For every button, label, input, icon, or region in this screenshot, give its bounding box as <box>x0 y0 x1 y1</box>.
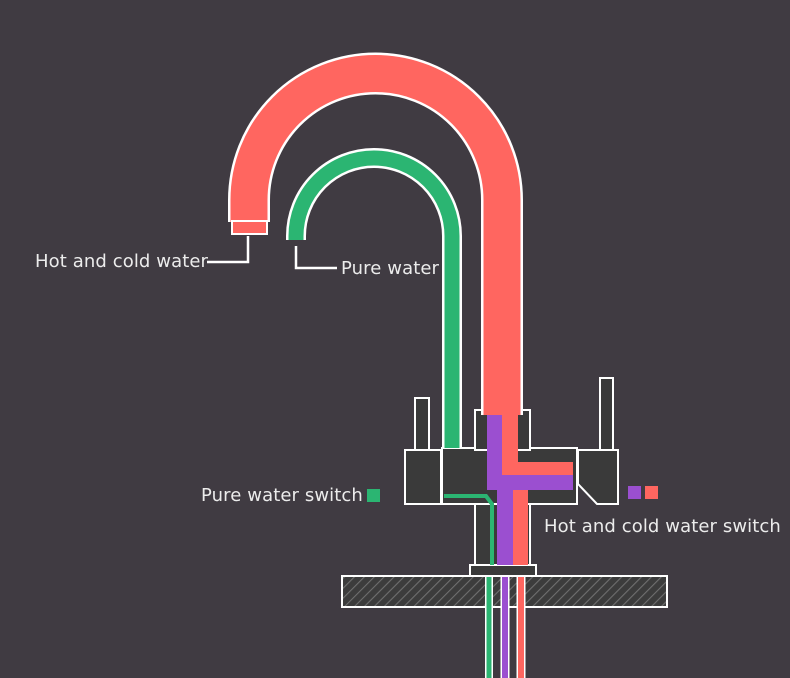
hot-cold-water-switch-label: Hot and cold water switch <box>544 516 781 537</box>
mounting-base <box>469 564 537 577</box>
pure-water-handle <box>404 449 442 505</box>
pure-water-label: Pure water <box>341 258 440 279</box>
hot-cold-water-label: Hot and cold water <box>35 251 209 272</box>
hot-cold-lever <box>599 377 614 455</box>
pure-water-spout <box>286 148 462 448</box>
hot-cold-leader <box>207 236 250 264</box>
internal-channels <box>444 415 573 565</box>
pure-water-leader <box>294 246 337 270</box>
red-swatch-icon <box>645 486 658 499</box>
purple-swatch-icon <box>628 486 641 499</box>
pure-water-lever <box>414 397 430 453</box>
hot-cold-spout <box>228 52 523 415</box>
pure-water-switch-label: Pure water switch <box>201 485 363 506</box>
pure-water-swatch-icon <box>367 489 380 502</box>
hot-cold-handle <box>577 449 619 505</box>
